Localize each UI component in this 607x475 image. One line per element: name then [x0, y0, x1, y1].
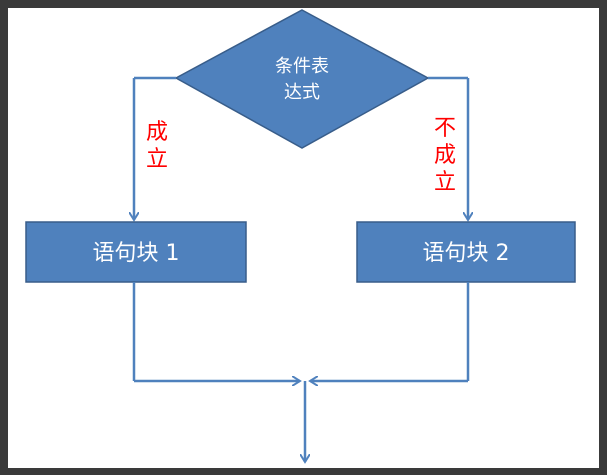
statement-block-2 — [356, 221, 576, 283]
left-branch-label-char-2: 立 — [146, 147, 168, 172]
statement-block-2-label: 语句块 2 — [423, 241, 510, 266]
left-branch-label-char-1: 成 — [146, 120, 168, 145]
right-branch-label-char-2: 成 — [434, 143, 456, 168]
right-branch-label-char-1: 不 — [434, 116, 456, 141]
condition-label-line1: 条件表 — [275, 56, 329, 77]
statement-block-1 — [25, 221, 247, 283]
condition-diamond — [174, 9, 430, 149]
condition-label-line2: 达式 — [284, 82, 320, 103]
statement-block-1-label: 语句块 1 — [93, 241, 180, 266]
right-branch-label-char-3: 立 — [434, 170, 456, 195]
